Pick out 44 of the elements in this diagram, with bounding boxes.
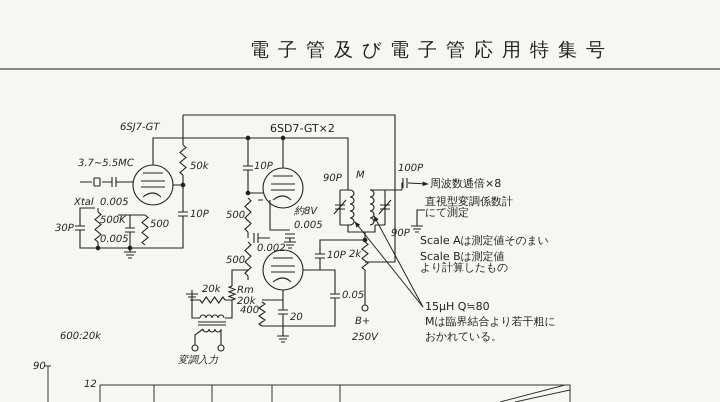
component-value-label: 30P: [55, 224, 74, 234]
component-value-label: 600:20k: [60, 332, 101, 342]
component-value-label: 2k: [349, 250, 362, 260]
leader-line: [354, 222, 424, 308]
axis-tick-label: 90: [33, 362, 46, 372]
component-value-label: 0.005: [100, 198, 129, 208]
annotation-text: Scale Bは測定値より計算したもの: [420, 251, 509, 273]
component-value-label: 400: [240, 306, 260, 316]
component-value-label: 20k: [202, 285, 221, 295]
component-value-label: Rm: [237, 286, 254, 296]
axis-tick-label: 12: [84, 380, 97, 390]
component-value-label: 0.05: [342, 291, 364, 301]
component-value-label: 20: [290, 313, 303, 323]
output-arrow: [408, 181, 429, 186]
component-value-label: 0.002: [257, 244, 286, 254]
note-text: Mは臨界結合より若干粗におかれている。: [425, 314, 556, 345]
component-value-label: 10P: [254, 162, 273, 172]
leader-line: [374, 215, 424, 308]
annotation-text: Scale Aは測定値そのまい: [420, 235, 549, 246]
component-value-label: Xtal: [74, 198, 94, 208]
annotation-text: 直視型変調係数計にて測定: [425, 196, 514, 218]
component-value-label: 250V: [352, 333, 378, 343]
component-value-label: 90P: [323, 174, 342, 184]
component-value-label: B+: [355, 317, 370, 327]
component-value-label: 20k: [237, 297, 256, 307]
component-value-label: 10P: [190, 210, 209, 220]
component-value-label: 3.7~5.5MC: [78, 159, 134, 169]
component-value-label: 500K: [100, 216, 126, 226]
component-value-label: 500: [226, 211, 246, 221]
component-value-label: 10P: [327, 251, 346, 261]
annotation-text: 変調入力: [178, 356, 218, 366]
component-value-label: 50k: [190, 162, 209, 172]
note-text: 周波数逓倍×8: [430, 177, 502, 192]
component-value-label: 約8V: [294, 207, 318, 217]
note-text: 15μH Q≒80: [425, 300, 491, 315]
component-value-label: M: [356, 171, 365, 181]
tube-type-label: 6SD7-GT×2: [270, 123, 335, 134]
component-value-label: 0.005: [294, 221, 323, 231]
page-heading: 電子管及び電子管応用特集号: [250, 38, 614, 63]
component-value-label: 0.005: [100, 235, 129, 245]
component-value-label: 500: [150, 220, 170, 230]
component-value-label: 500: [226, 256, 246, 266]
tube-type-label: 6SJ7-GT: [120, 123, 160, 133]
component-value-label: 100P: [398, 164, 424, 174]
